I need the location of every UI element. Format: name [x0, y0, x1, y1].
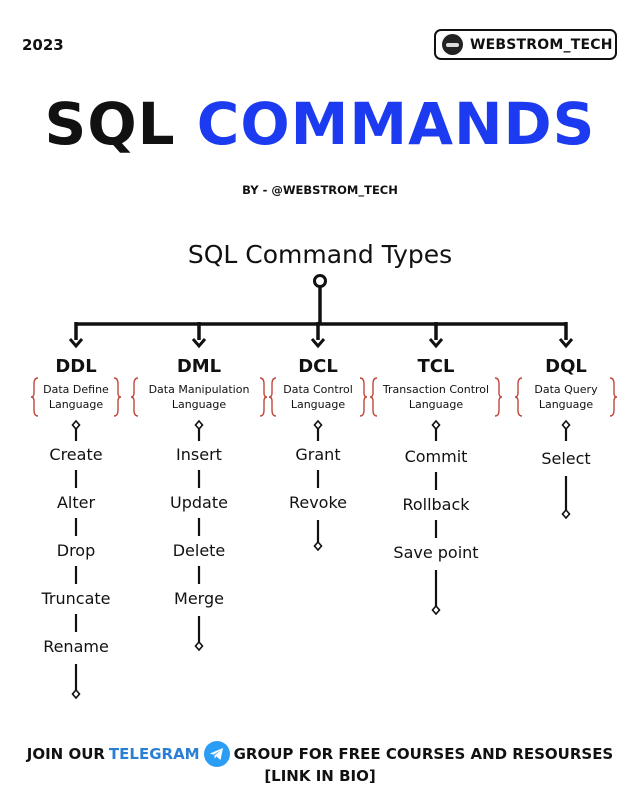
tail-diamond	[71, 688, 81, 700]
badge-label: WEBSTROM_TECH	[470, 36, 613, 53]
page-title: SQL COMMANDS	[0, 90, 640, 158]
brace-left	[369, 377, 378, 417]
footer-telegram-link[interactable]: TELEGRAM	[108, 745, 200, 763]
brace-right	[494, 377, 503, 417]
tail-diamond	[194, 640, 204, 652]
branch-fullname-line1: Data Manipulation	[148, 383, 250, 396]
branch-fullname-line2: Language	[538, 398, 594, 411]
tail-diamond	[313, 540, 323, 552]
command-delete: Delete	[172, 541, 226, 560]
command-merge: Merge	[174, 589, 224, 608]
branch-fullname-line2: Language	[290, 398, 346, 411]
footer-cta: JOIN OUR TELEGRAM GROUP FOR FREE COURSES…	[0, 741, 640, 767]
footer-text-after: GROUP FOR FREE COURSES AND RESOURSES	[233, 745, 614, 763]
branch-fullname-line1: Data Control	[283, 383, 353, 396]
tail-diamond	[561, 508, 571, 520]
command-revoke: Revoke	[288, 493, 348, 512]
command-alter: Alter	[56, 493, 96, 512]
command-insert: Insert	[176, 445, 222, 464]
branch-arrow	[558, 338, 574, 349]
title-word-sql: SQL	[44, 90, 176, 158]
branch-abbr-tcl: TCL	[417, 356, 455, 377]
brace-left	[268, 377, 277, 417]
stem-diamond	[431, 419, 441, 431]
command-commit: Commit	[404, 447, 468, 466]
branch-arrow	[191, 338, 207, 349]
branch-abbr-ddl: DDL	[55, 356, 97, 377]
command-select: Select	[541, 449, 591, 468]
branch-fullname-line1: Data Define	[43, 383, 109, 396]
branch-arrow	[310, 338, 326, 349]
stem-diamond	[561, 419, 571, 431]
command-drop: Drop	[56, 541, 96, 560]
brace-left	[514, 377, 523, 417]
diagram-root-label: SQL Command Types	[187, 240, 453, 269]
root-node-circle	[313, 274, 327, 288]
footer-text-before: JOIN OUR	[26, 745, 105, 763]
stem-diamond	[71, 419, 81, 431]
telegram-icon[interactable]	[203, 741, 230, 767]
command-truncate: Truncate	[41, 589, 111, 608]
branch-fullname-line2: Language	[48, 398, 104, 411]
command-save-point: Save point	[393, 543, 479, 562]
branch-fullname-line2: Language	[408, 398, 464, 411]
brace-right	[113, 377, 122, 417]
stem-diamond	[313, 419, 323, 431]
command-rollback: Rollback	[402, 495, 470, 514]
brace-right	[359, 377, 368, 417]
byline: BY - @WEBSTROM_TECH	[242, 183, 398, 197]
branch-abbr-dcl: DCL	[298, 356, 338, 377]
avatar	[442, 34, 463, 55]
command-grant: Grant	[295, 445, 341, 464]
command-update: Update	[170, 493, 228, 512]
account-badge[interactable]: WEBSTROM_TECH	[434, 29, 617, 60]
brace-right	[259, 377, 268, 417]
branch-abbr-dml: DML	[176, 356, 222, 377]
command-rename: Rename	[43, 637, 109, 656]
year-label: 2023	[22, 36, 64, 54]
branch-fullname-line1: Data Query	[534, 383, 598, 396]
title-word-commands: COMMANDS	[196, 90, 596, 158]
branch-abbr-dql: DQL	[545, 356, 587, 377]
stem-diamond	[194, 419, 204, 431]
branch-arrow	[428, 338, 444, 349]
brace-right	[609, 377, 618, 417]
command-create: Create	[49, 445, 103, 464]
branch-arrow	[68, 338, 84, 349]
brace-left	[130, 377, 139, 417]
branch-fullname-line1: Transaction Control	[382, 383, 490, 396]
link-in-bio[interactable]: [LINK IN BIO]	[264, 767, 376, 785]
brace-left	[30, 377, 39, 417]
branch-fullname-line2: Language	[171, 398, 227, 411]
tail-diamond	[431, 604, 441, 616]
